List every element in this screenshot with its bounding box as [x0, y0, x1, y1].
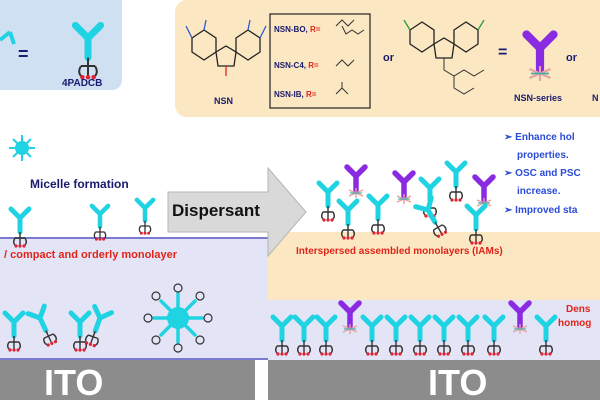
- left-monolayer-panel: [0, 237, 278, 360]
- benefit-2: ➢ OSC and PSC: [504, 168, 581, 179]
- chevron-right-icon: ➢: [504, 168, 516, 179]
- chevron-right-icon: ➢: [504, 205, 516, 216]
- dense-label: Dens: [566, 304, 591, 315]
- nsn-core-structure-icon: [185, 19, 267, 76]
- compact-monolayer-label: / compact and orderly monolayer: [4, 249, 177, 261]
- variant-bo-name: NSN-BO,: [274, 25, 310, 34]
- anchored-molecule-icon: [28, 306, 61, 349]
- nsn-core-label: NSN: [214, 96, 234, 106]
- benefit-1: ➢ Enhance hol: [504, 132, 575, 143]
- nsn-series-label: NSN-series: [514, 93, 563, 103]
- variant-c4-r: R=: [308, 61, 319, 70]
- or-label-2: or: [566, 52, 577, 64]
- chevron-right-icon: ➢: [504, 132, 516, 143]
- variant-c4: NSN-C4, R=: [274, 61, 319, 70]
- homog-label: homog: [558, 318, 592, 329]
- ib-chain-icon: [335, 82, 349, 95]
- benefit-3: ➢ Improved sta: [504, 205, 577, 216]
- c4-chain-icon: [335, 59, 355, 67]
- left-ito-substrate: [0, 360, 255, 400]
- benefit-1-cont: properties.: [517, 150, 569, 161]
- partial-series-label: N: [592, 93, 599, 103]
- micelle-formation-label: Micelle formation: [30, 177, 129, 191]
- anchored-molecule-icon: [71, 313, 89, 352]
- nsn-series-molecule-icon: [527, 35, 554, 82]
- molecule-label-4padcb: 4PADCB: [62, 78, 103, 89]
- top-left-panel: [0, 0, 122, 90]
- free-molecule-icon: [92, 206, 108, 241]
- nsn-alkyl-structure-icon: [403, 19, 485, 95]
- dispersant-label: Dispersant: [172, 201, 260, 220]
- benefit-2-cont: increase.: [517, 186, 561, 197]
- variant-bo: NSN-BO, R=: [274, 25, 320, 34]
- variant-ib: NSN-IB, R=: [274, 90, 316, 99]
- dispersant-arrow: [167, 166, 307, 258]
- bo-chain-icon: [335, 19, 365, 35]
- partial-molecule-icon: [0, 30, 16, 45]
- variant-c4-name: NSN-C4,: [274, 61, 309, 70]
- micelle-icon: [9, 135, 35, 161]
- variant-ib-name: NSN-IB,: [274, 90, 306, 99]
- variant-bo-r: R=: [310, 25, 321, 34]
- variants-box: [269, 13, 371, 109]
- right-ito-label: ITO: [428, 362, 488, 403]
- benefit-2-text: OSC and PSC: [515, 168, 581, 179]
- benefit-1-text: Enhance hol: [515, 132, 575, 143]
- free-molecule-icon: [11, 209, 29, 248]
- right-ito-substrate: [268, 360, 600, 400]
- variant-ib-r: R=: [306, 90, 317, 99]
- or-label-1: or: [383, 52, 394, 64]
- equals-sign-right: =: [498, 44, 508, 61]
- left-ito-label: ITO: [44, 362, 104, 403]
- 4padcb-molecule-icon: [75, 25, 100, 79]
- anchored-molecule-icon: [5, 313, 23, 352]
- equals-sign: =: [18, 44, 29, 64]
- benefit-3-text: Improved sta: [515, 205, 578, 216]
- large-micelle-icon: [143, 283, 213, 353]
- iams-label: Interspersed assembled monolayers (IAMs): [296, 246, 503, 257]
- free-molecule-icon: [137, 200, 153, 235]
